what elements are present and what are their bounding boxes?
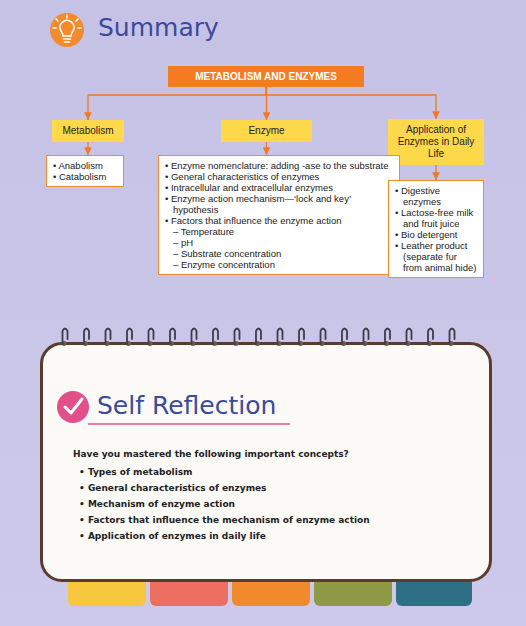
list-item: – Enzyme concentration bbox=[165, 259, 394, 270]
checklist-item: • Factors that influence the mechanism o… bbox=[79, 515, 370, 525]
connector-arrow bbox=[435, 165, 436, 180]
branch-box: Metabolism bbox=[52, 120, 124, 142]
box-label: Application of Enzymes in Daily Life bbox=[392, 124, 480, 160]
notebook-page: Self ReflectionHave you mastered the fol… bbox=[40, 342, 492, 582]
list-item: • Lactose-free milk and fruit juice bbox=[395, 207, 478, 229]
list-item: • Bio detergent bbox=[395, 229, 478, 240]
list-item: • Enzyme action mechanism—‘lock and key’… bbox=[165, 193, 394, 215]
spiral-rings bbox=[62, 329, 455, 347]
list-item: • Leather product (separate fur from ani… bbox=[395, 240, 478, 273]
checklist-item: • Application of enzymes in daily life bbox=[79, 531, 266, 541]
root-box: METABOLISM AND ENZYMES bbox=[168, 66, 364, 87]
checklist-item: • Mechanism of enzyme action bbox=[79, 499, 235, 509]
title-underline bbox=[88, 423, 290, 425]
box-label: Metabolism bbox=[56, 125, 120, 137]
list-item: • Anabolism bbox=[53, 160, 118, 171]
list-item: • Enzyme nomenclature: adding -ase to th… bbox=[165, 160, 394, 171]
list-item: • Factors that influence the enzyme acti… bbox=[165, 215, 394, 226]
branch-box: Enzyme bbox=[221, 120, 312, 142]
section-heading: Self Reflection bbox=[97, 391, 276, 420]
connector-arrow bbox=[266, 142, 267, 155]
question-text: Have you mastered the following importan… bbox=[73, 449, 349, 459]
list-item: • Intracellular and extracellular enzyme… bbox=[165, 182, 394, 193]
summary-icon bbox=[50, 13, 84, 47]
connector-arrow bbox=[88, 87, 266, 120]
list-item: • Catabolism bbox=[53, 171, 118, 182]
list-item: • Digestive enzymes bbox=[395, 185, 478, 207]
checklist-item: • Types of metabolism bbox=[79, 467, 192, 477]
connector-arrow bbox=[266, 87, 436, 119]
check-icon bbox=[57, 391, 89, 423]
list-item: – pH bbox=[165, 237, 394, 248]
list-box: • Anabolism• Catabolism bbox=[46, 155, 124, 187]
connector-arrow bbox=[87, 142, 88, 155]
list-box: • Enzyme nomenclature: adding -ase to th… bbox=[158, 155, 400, 275]
checklist-item: • General characteristics of enzymes bbox=[79, 483, 266, 493]
page-title: Summary bbox=[98, 13, 219, 42]
list-item: • General characteristics of enzymes bbox=[165, 171, 394, 182]
list-item: – Substrate concentration bbox=[165, 248, 394, 259]
box-label: METABOLISM AND ENZYMES bbox=[172, 71, 360, 82]
branch-box: Application of Enzymes in Daily Life bbox=[388, 119, 484, 165]
box-label: Enzyme bbox=[225, 125, 308, 137]
list-item: – Temperature bbox=[165, 226, 394, 237]
list-box: • Digestive enzymes• Lactose-free milk a… bbox=[388, 180, 484, 278]
